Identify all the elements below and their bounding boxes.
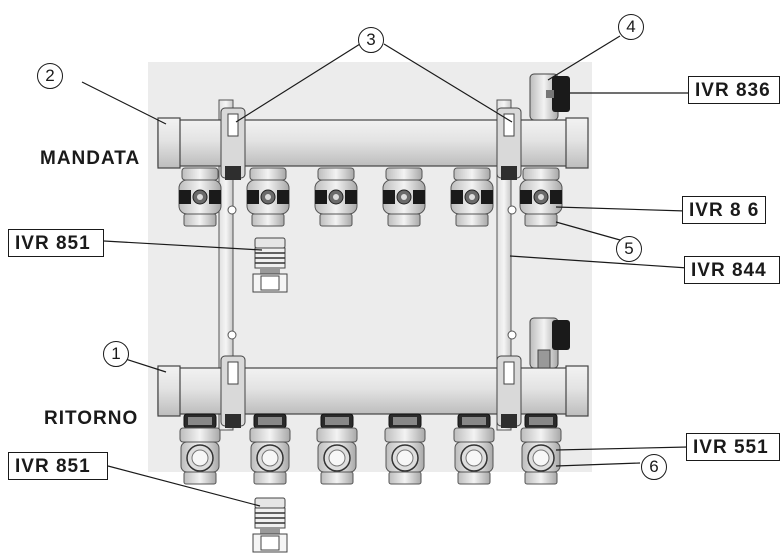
bracket-clamps — [220, 107, 522, 428]
air-vent-top — [529, 73, 570, 121]
callout-6: 6 — [641, 454, 667, 480]
code-ivr-851-top: IVR 851 — [8, 229, 104, 257]
callout-1: 1 — [103, 341, 129, 367]
supply-label: MANDATA — [40, 148, 141, 169]
callout-5: 5 — [616, 236, 642, 262]
code-ivr-851-bottom: IVR 851 — [8, 452, 108, 480]
return-label: RITORNO — [44, 408, 139, 429]
bracket-right — [496, 99, 512, 431]
code-ivr-844: IVR 844 — [684, 256, 780, 284]
callout-4: 4 — [618, 14, 644, 40]
actuator-head-top — [252, 237, 288, 293]
leader-lines — [81, 35, 692, 507]
air-vent-bottom — [529, 317, 570, 369]
code-ivr-551: IVR 551 — [686, 433, 780, 461]
callout-2: 2 — [37, 63, 63, 89]
code-ivr-86: IVR 8 6 — [682, 196, 766, 224]
bracket-left — [218, 99, 234, 431]
callout-3: 3 — [358, 27, 384, 53]
code-ivr-836: IVR 836 — [688, 76, 780, 104]
